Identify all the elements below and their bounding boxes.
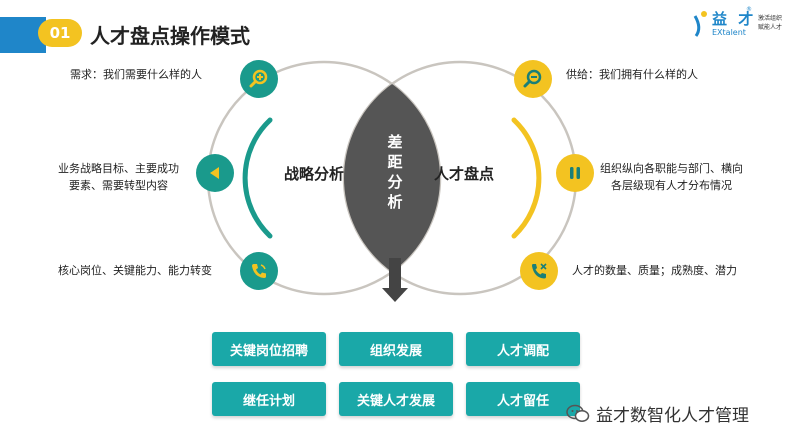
pause-icon bbox=[570, 167, 580, 179]
logo-english-text: EXtalent bbox=[712, 28, 746, 37]
page-title: 人才盘点操作模式 bbox=[90, 24, 250, 48]
left-teal-arc bbox=[242, 117, 273, 239]
magnifier-plus-icon bbox=[249, 69, 268, 88]
right-item-1-text: 供给：我们拥有什么样的人 bbox=[566, 68, 698, 81]
logo-mark-icon bbox=[693, 11, 707, 37]
play-left-icon bbox=[210, 167, 219, 179]
logo-brand-text: 益 才 bbox=[712, 10, 757, 28]
wechat-icon bbox=[566, 404, 590, 422]
phone-icon bbox=[252, 264, 266, 278]
section-number-badge: 01 bbox=[38, 19, 82, 47]
call-end-icon bbox=[532, 263, 547, 279]
logo-tagline: 激活组织赋能人才 bbox=[758, 15, 783, 31]
left-item-1-text: 需求：我们需要什么样的人 bbox=[70, 68, 202, 81]
output-org-development: 组织发展 bbox=[339, 332, 453, 366]
logo-registered-mark: ® bbox=[746, 6, 752, 13]
left-item-3-text: 核心岗位、关键能力、能力转变 bbox=[58, 264, 212, 277]
right-gold-arc bbox=[511, 117, 542, 239]
down-arrow-shaft bbox=[389, 258, 401, 288]
left-item-2-icon-wrap bbox=[196, 154, 234, 192]
output-succession-plan: 继任计划 bbox=[212, 382, 326, 416]
right-item-2-text: 组织纵向各职能与部门、横向各层级现有人才分布情况 bbox=[600, 162, 743, 192]
output-key-position-recruitment: 关键岗位招聘 bbox=[212, 332, 326, 366]
left-item-2-text: 业务战略目标、主要成功要素、需要转型内容 bbox=[58, 162, 179, 192]
left-item-1-icon-wrap bbox=[240, 60, 278, 98]
venn-right-label: 人才盘点 bbox=[434, 165, 495, 183]
output-key-talent-development: 关键人才发展 bbox=[339, 382, 453, 416]
magnifier-minus-icon bbox=[523, 69, 542, 88]
venn-center-label: 差距分析 bbox=[387, 133, 403, 211]
watermark-text: 益才数智化人才管理 bbox=[596, 406, 749, 426]
left-item-3-icon-wrap bbox=[240, 252, 278, 290]
output-talent-allocation: 人才调配 bbox=[466, 332, 580, 366]
right-item-1-icon-wrap bbox=[514, 60, 552, 98]
brand-logo: 益 才 ® EXtalent 激活组织赋能人才 bbox=[692, 6, 788, 44]
watermark: 益才数智化人才管理 bbox=[566, 401, 749, 426]
right-item-3-text: 人才的数量、质量；成熟度、潜力 bbox=[572, 264, 737, 277]
venn-left-label: 战略分析 bbox=[284, 165, 345, 183]
output-talent-retention: 人才留任 bbox=[466, 382, 580, 416]
right-item-2-icon-wrap bbox=[556, 154, 594, 192]
down-arrow-head bbox=[382, 288, 408, 302]
intersection-lens bbox=[344, 62, 440, 294]
right-item-3-icon-wrap bbox=[520, 252, 558, 290]
